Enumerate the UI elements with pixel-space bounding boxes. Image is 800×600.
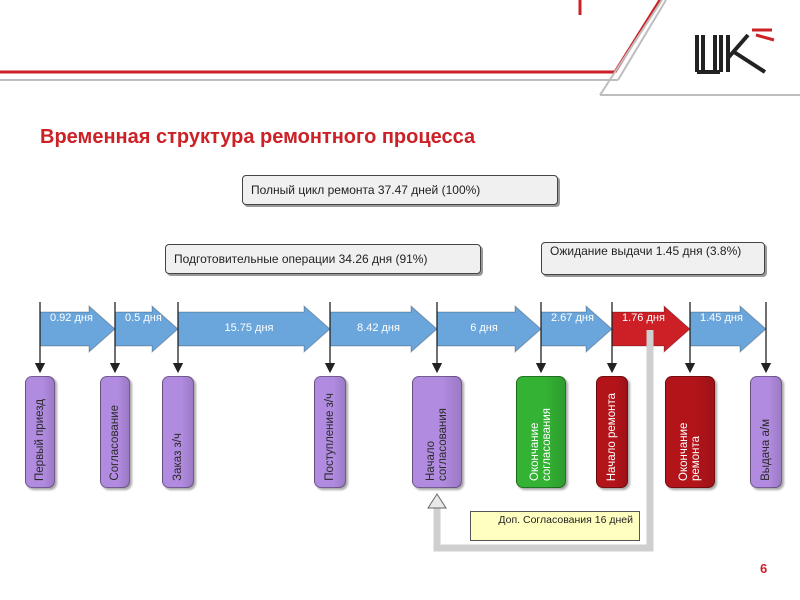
stage-label: Поступление з/ч: [324, 393, 336, 481]
preparatory-box: Подготовительные операции 34.26 дня (91%…: [165, 244, 481, 274]
stage-pill: Согласование: [100, 376, 130, 488]
stage-pill: Окончание ремонта: [665, 376, 715, 488]
stage-pill: Начало согласования: [412, 376, 462, 488]
stage-pill: Начало ремонта: [596, 376, 628, 488]
segment-duration-label: 1.76 дня: [622, 312, 665, 324]
stage-pill: Заказ з/ч: [162, 376, 194, 488]
segment-duration-label: 2.67 дня: [551, 312, 594, 324]
segment-arrow: [436, 304, 542, 354]
segment-duration-label: 8.42 дня: [357, 322, 400, 334]
feedback-arrow: [433, 330, 654, 552]
stage-pill: Первый приезд: [25, 376, 55, 488]
stage-label: Первый приезд: [34, 399, 46, 481]
segment-arrow: [329, 304, 438, 354]
segment-arrow: [177, 304, 331, 354]
stage-label: Начало ремонта: [606, 392, 618, 481]
segment-arrow: [114, 304, 179, 354]
segment-arrow: [611, 304, 691, 354]
stage-pill: Окончание согласования: [516, 376, 566, 488]
segment-duration-label: 6 дня: [470, 322, 498, 334]
stage-pill: Поступление з/ч: [314, 376, 346, 488]
full-cycle-box: Полный цикл ремонта 37.47 дней (100%): [242, 175, 558, 205]
segment-duration-label: 1.45 дня: [700, 312, 743, 324]
company-logo-icon: [690, 28, 775, 78]
segment-duration-label: 15.75 дня: [224, 322, 274, 334]
page-number: 6: [760, 561, 768, 576]
waiting-box: Ожидание выдачи 1.45 дня (3.8%): [541, 242, 765, 275]
segment-duration-label: 0.92 дня: [50, 312, 93, 324]
stage-label: Начало согласования: [425, 408, 449, 481]
stage-label: Заказ з/ч: [172, 433, 184, 481]
stage-label: Согласование: [109, 405, 121, 481]
header-banner: [0, 0, 800, 96]
segment-arrow: [39, 304, 116, 354]
stage-label: Окончание ремонта: [678, 422, 702, 481]
extra-approval-note: Доп. Согласования 16 дней: [470, 511, 640, 541]
stage-pill: Выдача а/м: [750, 376, 782, 488]
timeline-diagram: [34, 302, 772, 552]
feedback-arrowhead: [427, 493, 447, 509]
segment-arrow: [689, 304, 767, 354]
page-title: Временная структура ремонтного процесса: [40, 126, 476, 148]
stage-label: Окончание согласования: [529, 408, 553, 481]
segment-arrow: [540, 304, 613, 354]
stage-label: Выдача а/м: [760, 419, 772, 481]
segment-duration-label: 0.5 дня: [125, 312, 162, 324]
